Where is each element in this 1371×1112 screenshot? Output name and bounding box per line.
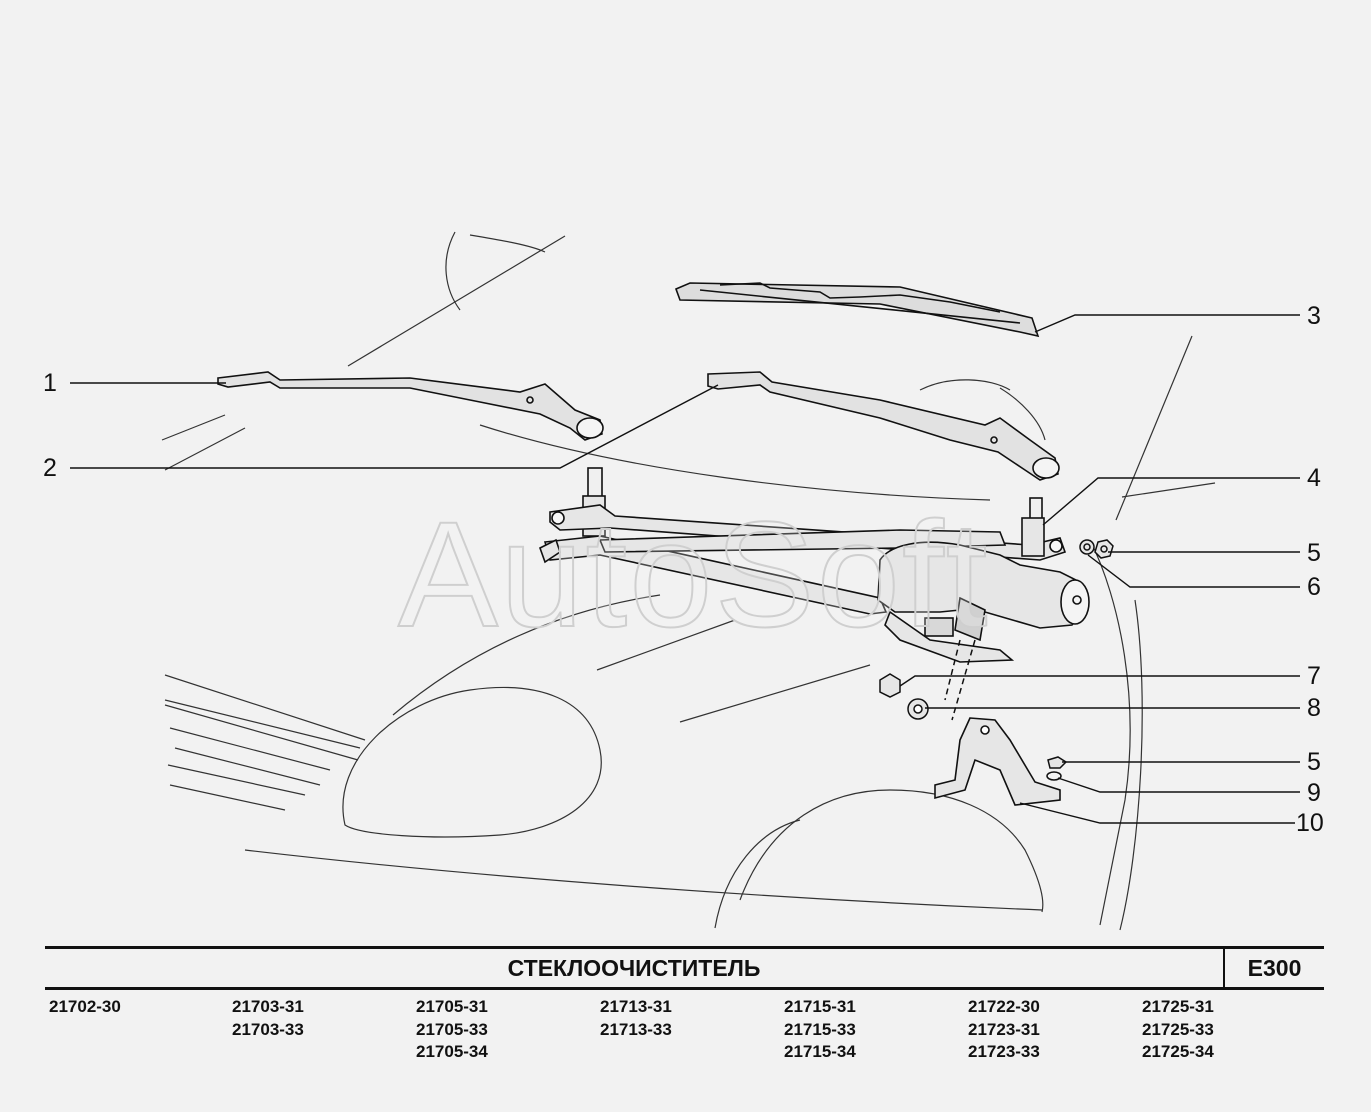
- hardware-parts: [879, 539, 1114, 781]
- model-column-2: 21703-31 21703-33: [232, 996, 304, 1041]
- model-list: 21702-30 21703-31 21703-33 21705-31 2170…: [0, 996, 1371, 1106]
- model-column-6: 21722-30 21723-31 21723-33: [968, 996, 1040, 1064]
- model-number: 21725-31: [1142, 997, 1214, 1016]
- model-number: 21705-31: [416, 997, 488, 1016]
- model-number: 21705-34: [416, 1042, 488, 1061]
- callout-9: 9: [1307, 779, 1321, 807]
- model-number: 21702-30: [49, 997, 121, 1016]
- wiper-assembly-drawing: [70, 231, 1300, 931]
- model-column-3: 21705-31 21705-33 21705-34: [416, 996, 488, 1064]
- callout-8: 8: [1307, 694, 1321, 722]
- car-body-sketch: [161, 231, 1216, 931]
- title-divider: [1223, 949, 1225, 987]
- model-number: 21713-33: [600, 1019, 672, 1039]
- model-column-5: 21715-31 21715-33 21715-34: [784, 996, 856, 1064]
- linkage-and-motor: [539, 467, 1090, 663]
- model-number: 21705-33: [416, 1019, 488, 1039]
- callout-6: 6: [1307, 573, 1321, 601]
- callout-5: 5: [1307, 539, 1321, 567]
- model-number: 21723-33: [968, 1042, 1040, 1061]
- model-number: 21722-30: [968, 997, 1040, 1016]
- model-column-4: 21713-31 21713-33: [600, 996, 672, 1041]
- model-column-1: 21702-30: [49, 996, 121, 1019]
- model-number: 21715-31: [784, 997, 856, 1016]
- model-number: 21725-33: [1142, 1019, 1214, 1039]
- model-number: 21725-34: [1142, 1042, 1214, 1061]
- model-number: 21703-31: [232, 997, 304, 1016]
- model-column-7: 21725-31 21725-33 21725-34: [1142, 996, 1214, 1064]
- callout-7: 7: [1307, 662, 1321, 690]
- callout-1: 1: [43, 369, 57, 397]
- wiper-arm-left: [217, 371, 604, 441]
- callout-3: 3: [1307, 302, 1321, 330]
- model-number: 21715-33: [784, 1019, 856, 1039]
- model-number: 21723-31: [968, 1019, 1040, 1039]
- model-number: 21703-33: [232, 1019, 304, 1039]
- callout-2: 2: [43, 454, 57, 482]
- section-title: СТЕКЛООЧИСТИТЕЛЬ: [507, 954, 761, 981]
- wiper-blade: [674, 282, 1040, 338]
- section-code: E300: [1247, 954, 1302, 981]
- title-bar: СТЕКЛООЧИСТИТЕЛЬ E300: [45, 946, 1324, 990]
- leader-lines: [70, 314, 1300, 824]
- callout-5-lower: 5: [1307, 748, 1321, 776]
- wiper-arm-right: [707, 371, 1060, 481]
- model-number: 21715-34: [784, 1042, 856, 1061]
- model-number: 21713-31: [600, 997, 672, 1016]
- mounting-bracket: [934, 717, 1061, 806]
- callout-4: 4: [1307, 464, 1321, 492]
- callout-10: 10: [1296, 809, 1324, 837]
